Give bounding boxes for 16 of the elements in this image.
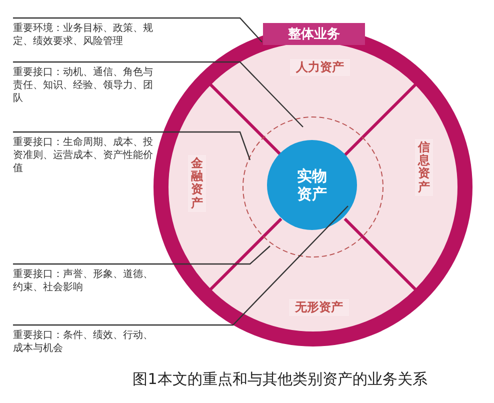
caption: 图1本文的重点和与其他类别资产的业务关系	[132, 370, 428, 389]
note-text: 重要接口：条件、绩效、行动、成本与机会	[13, 325, 153, 355]
sector-label: 人力资产	[290, 59, 350, 76]
leader-line	[13, 17, 262, 42]
leader-line	[13, 61, 304, 128]
note-text: 重要接口：生命周期、成本、投资准则、运营成本、资产性能价值	[13, 132, 153, 175]
sector-label: 金融资产	[188, 155, 206, 212]
leader-line	[13, 246, 270, 265]
sector-label: 无形资产	[289, 299, 349, 316]
note-text: 重要环境：业务目标、政策、规定、绩效要求、风险管理	[13, 18, 153, 48]
leader-line	[13, 206, 348, 326]
note-text: 重要接口：声誉、形象、道德、约束、社会影响	[13, 264, 153, 294]
leader-line	[13, 131, 251, 160]
sector-label: 信息资产	[415, 139, 433, 196]
heading-label: 整体业务	[263, 23, 365, 45]
note-text: 重要接口：动机、通信、角色与责任、知识、经验、领导力、团队	[13, 62, 153, 105]
